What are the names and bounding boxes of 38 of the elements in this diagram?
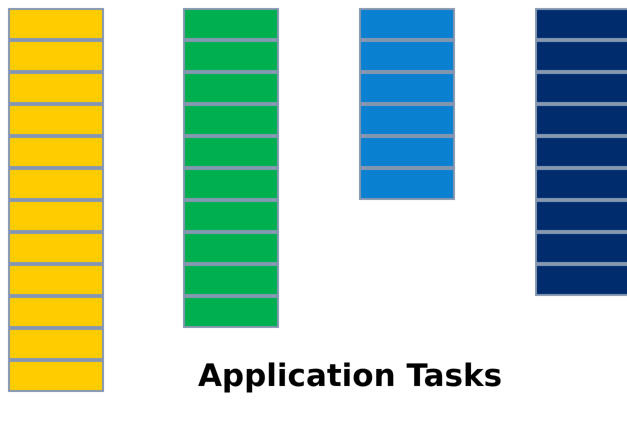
task-block <box>8 360 104 392</box>
task-block <box>183 200 279 232</box>
task-block <box>359 104 455 136</box>
task-block <box>359 8 455 40</box>
task-block <box>8 200 104 232</box>
task-block <box>535 72 627 104</box>
task-block <box>183 296 279 328</box>
task-block <box>359 136 455 168</box>
task-block <box>183 264 279 296</box>
task-block <box>8 264 104 296</box>
task-block <box>8 232 104 264</box>
task-block <box>8 8 104 40</box>
task-block <box>535 232 627 264</box>
task-block <box>183 168 279 200</box>
task-block <box>8 104 104 136</box>
task-block <box>535 40 627 72</box>
task-block <box>535 200 627 232</box>
task-block <box>8 136 104 168</box>
task-block <box>535 168 627 200</box>
task-block <box>183 104 279 136</box>
task-block <box>535 264 627 296</box>
task-block <box>359 40 455 72</box>
task-block <box>359 72 455 104</box>
task-block <box>8 72 104 104</box>
task-block <box>183 136 279 168</box>
task-block <box>183 8 279 40</box>
task-block <box>535 104 627 136</box>
task-block <box>8 296 104 328</box>
task-block <box>8 168 104 200</box>
title: Application Tasks <box>196 358 504 394</box>
task-block <box>535 136 627 168</box>
task-block <box>8 40 104 72</box>
task-block <box>183 72 279 104</box>
task-block <box>359 168 455 200</box>
task-block <box>183 40 279 72</box>
task-block <box>8 328 104 360</box>
task-block <box>535 8 627 40</box>
task-block <box>183 232 279 264</box>
